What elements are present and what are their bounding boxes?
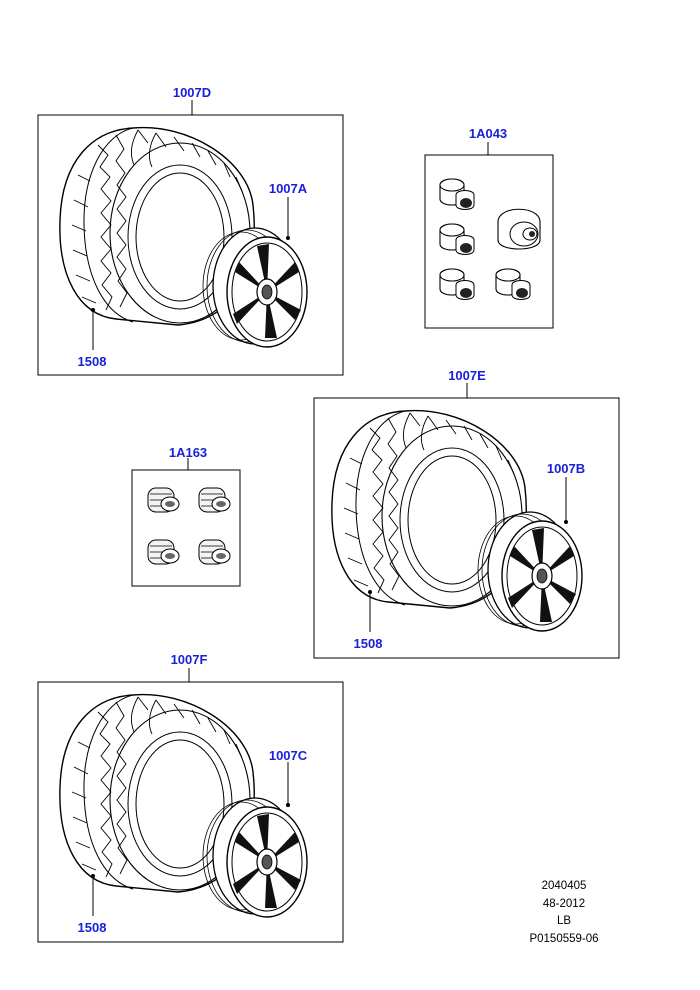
group-1007e: 1007E 1007B 1508 <box>313 368 620 659</box>
reference-date: 48-2012 <box>542 897 586 910</box>
locknut-4 <box>495 268 531 301</box>
cap-3 <box>147 539 180 565</box>
locknut-3 <box>439 268 475 301</box>
label-1007d: 1007D <box>173 85 211 100</box>
locknut-key <box>497 208 541 250</box>
cap-4 <box>198 539 231 565</box>
reference-code: 2040405 <box>541 880 587 892</box>
label-1007e: 1007E <box>448 368 486 383</box>
label-1a163: 1A163 <box>169 445 207 460</box>
label-1007a: 1007A <box>269 181 308 196</box>
locknut-2 <box>439 223 475 256</box>
label-1a043: 1A043 <box>469 126 507 141</box>
reference-region: LB <box>556 915 572 927</box>
drawing-reference-block: 2040405 48-2012 LB P0150559-06 <box>494 878 634 948</box>
box-1007d <box>37 114 344 376</box>
label-1007b: 1007B <box>547 461 585 476</box>
group-1007d: 1007D 1007A 1508 <box>37 85 344 376</box>
label-1508-d: 1508 <box>78 354 107 369</box>
group-1a163: 1A163 <box>131 445 241 587</box>
cap-1 <box>147 487 180 513</box>
box-1007f <box>37 681 344 943</box>
reference-drawing-number: P0150559-06 <box>529 932 599 945</box>
label-1508-e: 1508 <box>354 636 383 651</box>
locknut-1 <box>439 178 475 211</box>
group-1a043: 1A043 <box>424 126 554 329</box>
label-1508-f: 1508 <box>78 920 107 935</box>
box-1a163 <box>131 469 241 587</box>
label-1007c: 1007C <box>269 748 308 763</box>
group-1007f: 1007F 1007C 1508 <box>37 652 344 943</box>
cap-2 <box>198 487 231 513</box>
label-1007f: 1007F <box>171 652 208 667</box>
box-1a043 <box>424 154 554 329</box>
